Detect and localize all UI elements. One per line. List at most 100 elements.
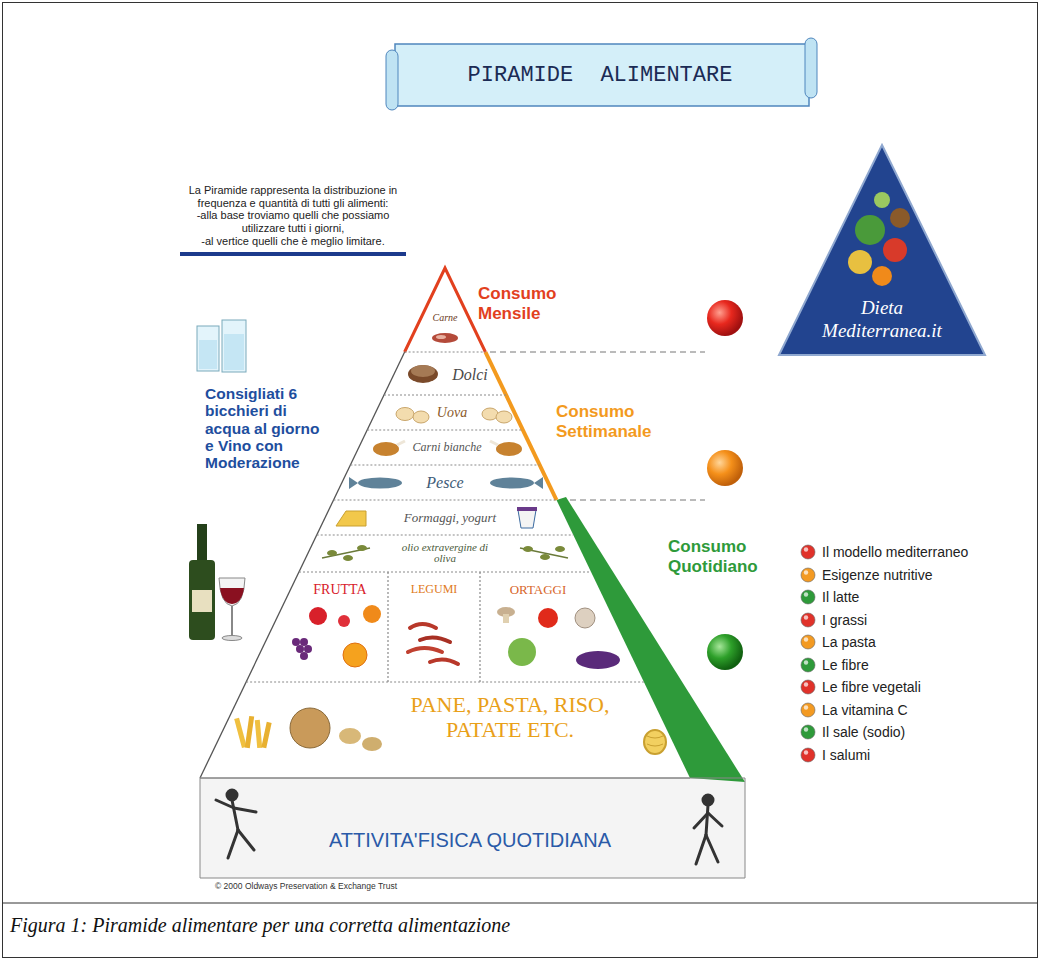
activity-base-box-shape	[200, 778, 745, 878]
legend-text: Il sale (sodio)	[822, 724, 905, 740]
food-icons	[430, 659, 458, 664]
activity-base-ground	[200, 778, 745, 878]
food-group-cell-outline	[388, 572, 480, 682]
food-icons	[575, 608, 595, 628]
wine-bottle	[219, 578, 245, 606]
node-text: Pesce	[426, 474, 463, 492]
food-tier-outline	[367, 395, 523, 430]
node-text: Carne	[432, 312, 457, 324]
food-icons	[336, 511, 366, 526]
food-icons	[420, 637, 450, 642]
food-icons	[413, 411, 429, 423]
legend-swatch	[800, 679, 818, 695]
food-icons	[647, 736, 663, 746]
legend-text: La pasta	[822, 634, 876, 650]
wine-bottle	[231, 606, 233, 636]
frequency-balls	[707, 634, 743, 670]
wine-bottle	[189, 524, 245, 641]
legend-text: I grassi	[822, 612, 867, 628]
tier-dividers	[405, 351, 486, 352]
food-tier-outline	[350, 430, 539, 465]
logo-food-picture	[890, 208, 910, 228]
wine-bottle	[222, 636, 242, 641]
figure-caption: Figura 1: Piramide alimentare per una co…	[10, 914, 510, 937]
legend-dot-gloss	[804, 638, 808, 642]
food-icons	[327, 550, 337, 556]
pyramid-outline	[485, 352, 556, 500]
food-icons	[410, 624, 436, 628]
food-tier: olio extravergine di oliva	[299, 535, 591, 572]
intro-note: La Piramide rappresenta la distribuzione…	[180, 184, 406, 209]
food-tier: Carni bianche	[350, 430, 539, 465]
food-icons	[397, 441, 405, 445]
food-icons	[540, 554, 550, 560]
food-icons	[358, 478, 402, 489]
food-icons	[490, 478, 534, 489]
tier-dividers	[334, 499, 557, 500]
legend: Il modello mediterraneoEsigenze nutritiv…	[800, 541, 968, 766]
legend-swatch	[800, 634, 818, 650]
food-tier: Formaggi, yogurt	[317, 500, 574, 535]
legend-dot	[801, 545, 815, 559]
frequency-label: Consumo Settimanale	[556, 402, 674, 441]
food-icons	[255, 720, 262, 748]
food-icons	[644, 730, 666, 754]
food-tier-outline	[317, 500, 574, 535]
legend-dot	[801, 748, 815, 762]
legend-item: La vitamina C	[800, 699, 968, 722]
food-tier-outline	[405, 268, 486, 352]
food-tier: Dolci	[384, 352, 506, 395]
activity-figures	[232, 800, 238, 830]
tier-dividers	[246, 352, 644, 682]
activity-base-box: ATTIVITA'FISICA QUOTIDIANA	[200, 778, 745, 878]
water-glasses	[197, 320, 246, 372]
title-banner-text: PIRAMIDE ALIMENTARE	[400, 44, 800, 106]
logo-food-picture	[848, 250, 872, 274]
node-text: Uova	[437, 405, 467, 421]
legend-text: La vitamina C	[822, 702, 908, 718]
food-tier: Carne	[405, 268, 486, 352]
food-icons	[482, 408, 498, 420]
frequency-balls	[707, 300, 743, 336]
food-icons	[292, 638, 300, 646]
copyright-note: © 2000 Oldways Preservation & Exchange T…	[215, 882, 397, 892]
legend-swatch	[800, 747, 818, 763]
food-icons	[290, 708, 330, 748]
food-tier: Pesce	[334, 465, 557, 500]
frequency-balls	[707, 450, 743, 486]
activity-figures	[238, 830, 254, 850]
node-text: FRUTTA	[313, 582, 366, 598]
food-icons	[363, 605, 381, 623]
water-glasses	[197, 326, 219, 371]
food-tier: Uova	[367, 395, 523, 430]
title-scroll	[386, 38, 817, 110]
activity-base-ground	[200, 778, 745, 878]
food-icons	[534, 477, 543, 489]
logo-triangle-outline	[779, 145, 985, 355]
node-text: ORTAGGI	[510, 583, 567, 598]
food-icons	[490, 441, 498, 445]
activity-figures	[706, 835, 718, 862]
intro-note-block: La Piramide rappresenta la distribuzione…	[180, 184, 406, 256]
figure-frame	[3, 3, 1038, 958]
food-icons	[503, 614, 509, 623]
food-tier-outline	[299, 535, 591, 572]
frequency-guide-lines	[570, 500, 705, 501]
food-icons	[555, 546, 565, 552]
food-icons	[234, 333, 666, 754]
food-group-cell: FRUTTA	[246, 572, 388, 682]
logo-triangle: Dieta Mediterranea.it	[779, 145, 985, 355]
activity-base-box-outline	[200, 778, 745, 878]
activity-figures	[227, 790, 237, 800]
legend-dot-gloss	[804, 728, 808, 732]
wine-bottle	[197, 524, 207, 564]
wine-bottle	[192, 590, 212, 612]
node-text: Carni bianche	[412, 441, 481, 455]
food-icons	[343, 643, 367, 667]
food-icons	[508, 638, 536, 666]
legend-item: Le fibre	[800, 654, 968, 677]
frequency-label: Consumo Mensile	[478, 284, 570, 323]
legend-dot	[801, 590, 815, 604]
node-text: Dieta Mediterranea.it	[807, 297, 957, 343]
food-icons	[496, 411, 512, 423]
